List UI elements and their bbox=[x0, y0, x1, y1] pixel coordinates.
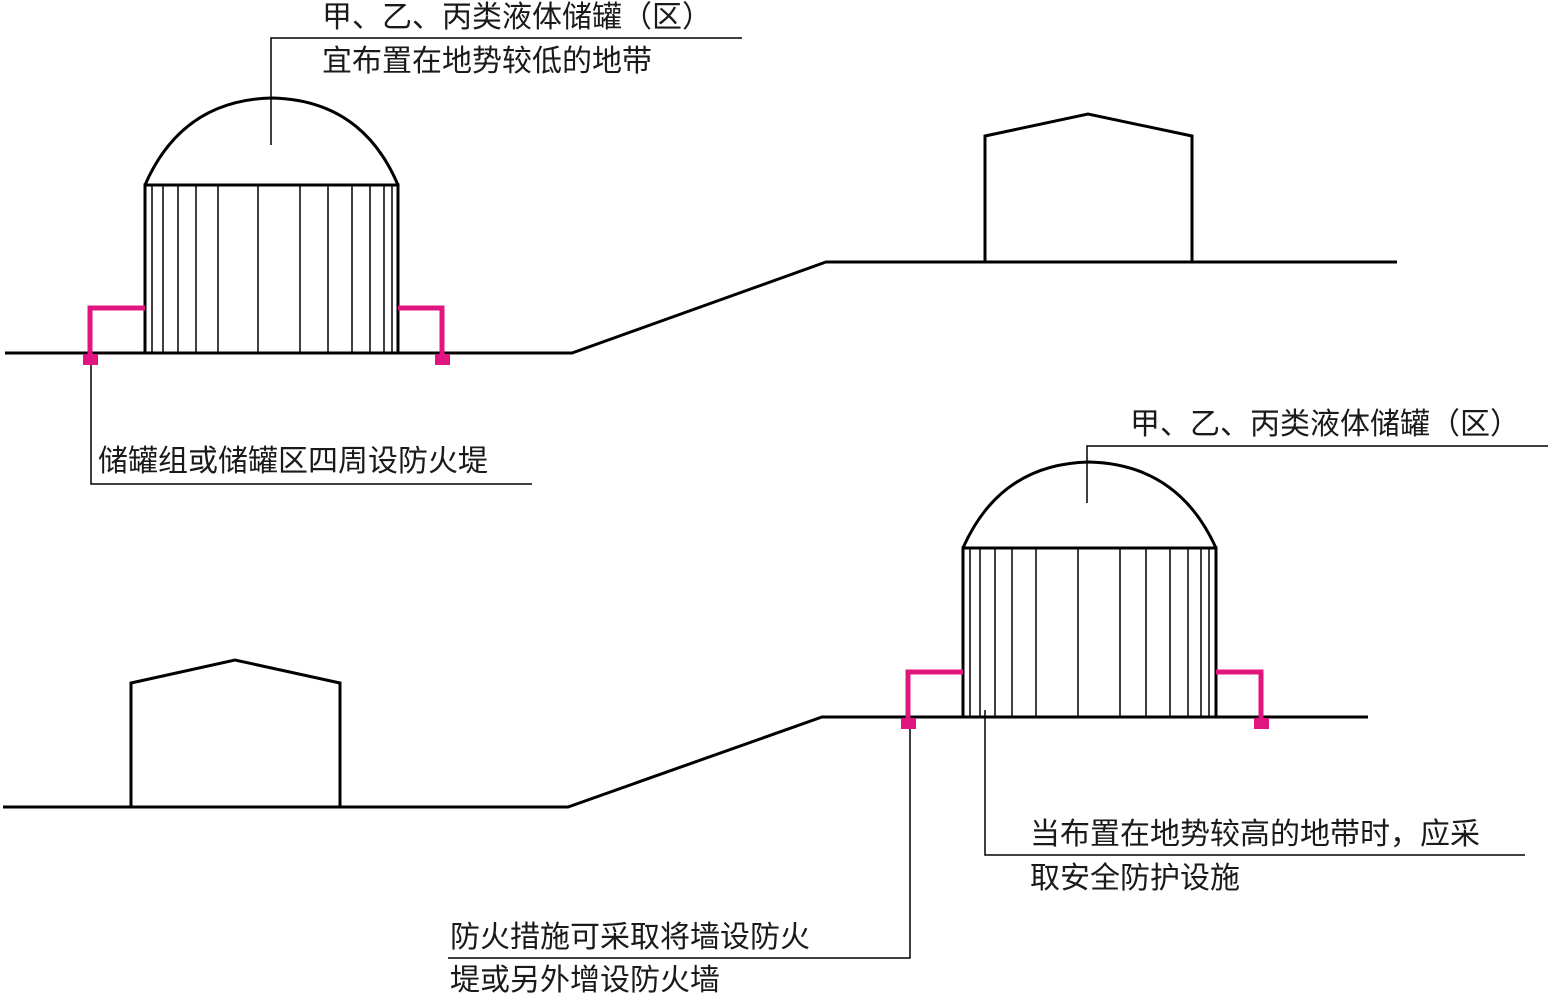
top-tank bbox=[143, 96, 400, 355]
top-fire-dikes bbox=[83, 305, 450, 365]
top-tank-ribs bbox=[151, 185, 393, 353]
top-dike-leader bbox=[90, 365, 532, 485]
top-dike-label: 储罐组或储罐区四周设防火堤 bbox=[98, 444, 488, 479]
top-tank-dome bbox=[143, 96, 400, 186]
bottom-tank-dome bbox=[961, 460, 1218, 549]
bottom-measure-label-line1: 当布置在地势较高的地带时，应采 bbox=[1030, 817, 1480, 852]
bottom-tank-label: 甲、乙、丙类液体储罐（区） bbox=[1130, 407, 1520, 442]
top-dike-left bbox=[83, 305, 145, 365]
top-scene bbox=[5, 37, 1397, 485]
bottom-fire-label-line2: 堤或另外增设防火墙 bbox=[450, 963, 720, 998]
bottom-tank-leader bbox=[1086, 445, 1548, 503]
bottom-tank bbox=[961, 460, 1218, 719]
bottom-scene bbox=[3, 445, 1548, 959]
bottom-tank-ribs bbox=[969, 548, 1210, 717]
bottom-fire-dikes bbox=[901, 669, 1269, 729]
bottom-terrain-line bbox=[3, 715, 1368, 809]
bottom-measure-leader bbox=[984, 710, 1525, 856]
top-terrain-line bbox=[5, 260, 1397, 355]
bottom-dike-right bbox=[1216, 669, 1269, 729]
top-tank-label-line2: 宜布置在地势较低的地带 bbox=[322, 44, 652, 79]
top-building bbox=[983, 112, 1194, 262]
bottom-fire-label-line1: 防火措施可采取将墙设防火 bbox=[450, 920, 810, 955]
bottom-building bbox=[129, 658, 342, 807]
bottom-measure-label-line2: 取安全防护设施 bbox=[1030, 861, 1240, 896]
bottom-tank-shell bbox=[961, 546, 1218, 719]
bottom-dike-left bbox=[901, 669, 963, 729]
bottom-fire-leader bbox=[448, 728, 911, 959]
top-tank-leader bbox=[270, 37, 742, 145]
top-tank-shell bbox=[143, 183, 400, 355]
top-dike-right bbox=[398, 305, 450, 365]
top-tank-label-line1: 甲、乙、丙类液体储罐（区） bbox=[322, 0, 712, 35]
